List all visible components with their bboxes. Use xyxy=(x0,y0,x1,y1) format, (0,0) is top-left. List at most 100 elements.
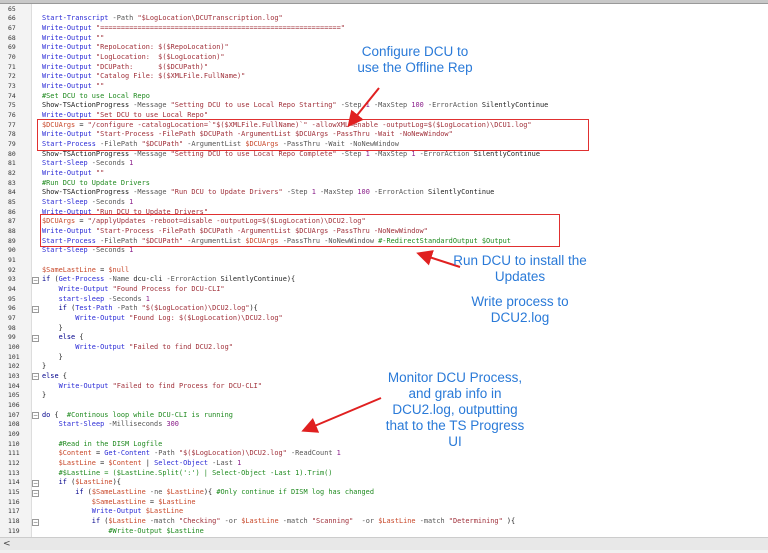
code-row[interactable]: 101 } xyxy=(0,353,768,363)
code-token: -Path xyxy=(112,14,134,23)
line-number: 108 xyxy=(8,420,20,429)
horizontal-scrollbar[interactable]: < xyxy=(0,537,768,551)
line-number: 84 xyxy=(8,188,16,197)
code-token: "=======================================… xyxy=(95,23,345,32)
fold-toggle-icon[interactable]: − xyxy=(32,305,39,313)
fold-toggle-icon[interactable]: − xyxy=(32,334,39,342)
code-token: -ReadCount xyxy=(291,449,333,458)
code-token: -Step xyxy=(286,188,308,197)
code-token: -Wait xyxy=(324,139,345,148)
code-row[interactable]: 113 #$LastLine = ($LastLine.Split(':') |… xyxy=(0,469,768,479)
code-row[interactable]: 118− if ($LastLine -match "Checking" -or… xyxy=(0,517,768,527)
line-number: 76 xyxy=(8,110,16,119)
code-row[interactable]: 93−if (Get-Process -Name dcu-cli -ErrorA… xyxy=(0,275,768,285)
code-token: -ArgumentList xyxy=(187,139,242,148)
fold-toggle-icon[interactable]: − xyxy=(32,412,39,420)
code-row[interactable]: 114− if ($LastLine){ xyxy=(0,478,768,488)
code-line: Write-Output "Start-Process -FilePath $D… xyxy=(42,227,428,237)
code-row[interactable]: 104 Write-Output "Failed to find Process… xyxy=(0,382,768,392)
fold-toggle-icon[interactable]: − xyxy=(32,373,39,381)
code-token: $DCUArgs xyxy=(245,139,279,148)
code-row[interactable]: 116 $SameLastLine = $LastLine xyxy=(0,498,768,508)
code-token: -FilePath xyxy=(100,139,138,148)
line-number: 80 xyxy=(8,149,16,158)
code-row[interactable]: 103−else { xyxy=(0,372,768,382)
code-row[interactable]: 97 Write-Output "Found Log: $($LogLocati… xyxy=(0,314,768,324)
code-row[interactable]: 106 xyxy=(0,401,768,411)
code-row[interactable]: 107−do { #Continous loop while DCU-CLI i… xyxy=(0,411,768,421)
code-token: -Seconds xyxy=(108,294,142,303)
code-token: -Path xyxy=(116,304,138,313)
code-row[interactable]: 77$DCUArgs = "/configure -catalogLocatio… xyxy=(0,121,768,131)
code-row[interactable]: 112 $LastLine = $Content | Select-Object… xyxy=(0,459,768,469)
code-row[interactable]: 105} xyxy=(0,391,768,401)
code-row[interactable]: 117 Write-Output $LastLine xyxy=(0,507,768,517)
code-line: else { xyxy=(42,371,67,380)
line-number: 81 xyxy=(8,159,16,168)
code-row[interactable]: 110 #Read in the DISM Logfile xyxy=(0,440,768,450)
fold-toggle-icon[interactable]: − xyxy=(32,276,39,284)
code-line: $DCUArgs = "/configure -catalogLocation=… xyxy=(42,120,532,129)
code-row[interactable]: 115− if ($SameLastLine -ne $LastLine){ #… xyxy=(0,488,768,498)
line-number: 119 xyxy=(8,526,20,535)
code-token: "$DCUPath" xyxy=(141,236,184,245)
fold-toggle-icon[interactable]: − xyxy=(32,479,39,487)
code-token: "Found Process for DCU-CLI" xyxy=(112,284,225,293)
code-token: 1 xyxy=(237,458,242,467)
code-token: $LastLine xyxy=(158,497,196,506)
code-token: "/applyUpdates -reboot=disable -outputLo… xyxy=(87,217,366,226)
code-row[interactable]: 87$DCUArgs = "/applyUpdates -reboot=disa… xyxy=(0,217,768,227)
code-line: $Content = Get-Content -Path "$($LogLoca… xyxy=(58,449,341,458)
code-token: 1 xyxy=(129,246,134,255)
line-number: 91 xyxy=(8,255,16,264)
code-row[interactable]: 74#Set DCU to use Local Repo xyxy=(0,92,768,102)
code-row[interactable]: 108 Start-Sleep -Milliseconds 300 xyxy=(0,420,768,430)
code-row[interactable]: 83#Run DCU to Update Drivers xyxy=(0,179,768,189)
code-token: Start-Sleep xyxy=(42,159,88,168)
code-row[interactable]: 91 xyxy=(0,256,768,266)
scroll-left-icon[interactable]: < xyxy=(3,539,11,549)
line-number: 78 xyxy=(8,130,16,139)
code-row[interactable]: 111 $Content = Get-Content -Path "$($Log… xyxy=(0,449,768,459)
code-row[interactable]: 65 xyxy=(0,5,768,15)
line-number: 105 xyxy=(8,391,20,400)
code-row[interactable]: 109 xyxy=(0,430,768,440)
code-token: -match xyxy=(282,517,308,525)
code-row[interactable]: 100 Write-Output "Failed to find DCU2.lo… xyxy=(0,343,768,353)
code-token: Write-Output xyxy=(75,313,125,322)
code-row[interactable]: 102} xyxy=(0,362,768,372)
code-row[interactable]: 96− if (Test-Path -Path "$($LogLocation)… xyxy=(0,304,768,314)
code-row[interactable]: 99− else { xyxy=(0,333,768,343)
code-line: if ($LastLine){ xyxy=(58,478,121,487)
code-row[interactable]: 94 Write-Output "Found Process for DCU-C… xyxy=(0,285,768,295)
code-token: 1 xyxy=(336,449,341,458)
code-row[interactable]: 95 start-sleep -Seconds 1 xyxy=(0,295,768,305)
code-row[interactable]: 119 #Write-Output $LastLine xyxy=(0,527,768,537)
code-row[interactable]: 98 } xyxy=(0,324,768,334)
code-row[interactable]: 92$SameLastLine = $null xyxy=(0,266,768,276)
fold-toggle-icon[interactable]: − xyxy=(32,518,39,526)
fold-toggle-icon[interactable]: − xyxy=(32,489,39,497)
